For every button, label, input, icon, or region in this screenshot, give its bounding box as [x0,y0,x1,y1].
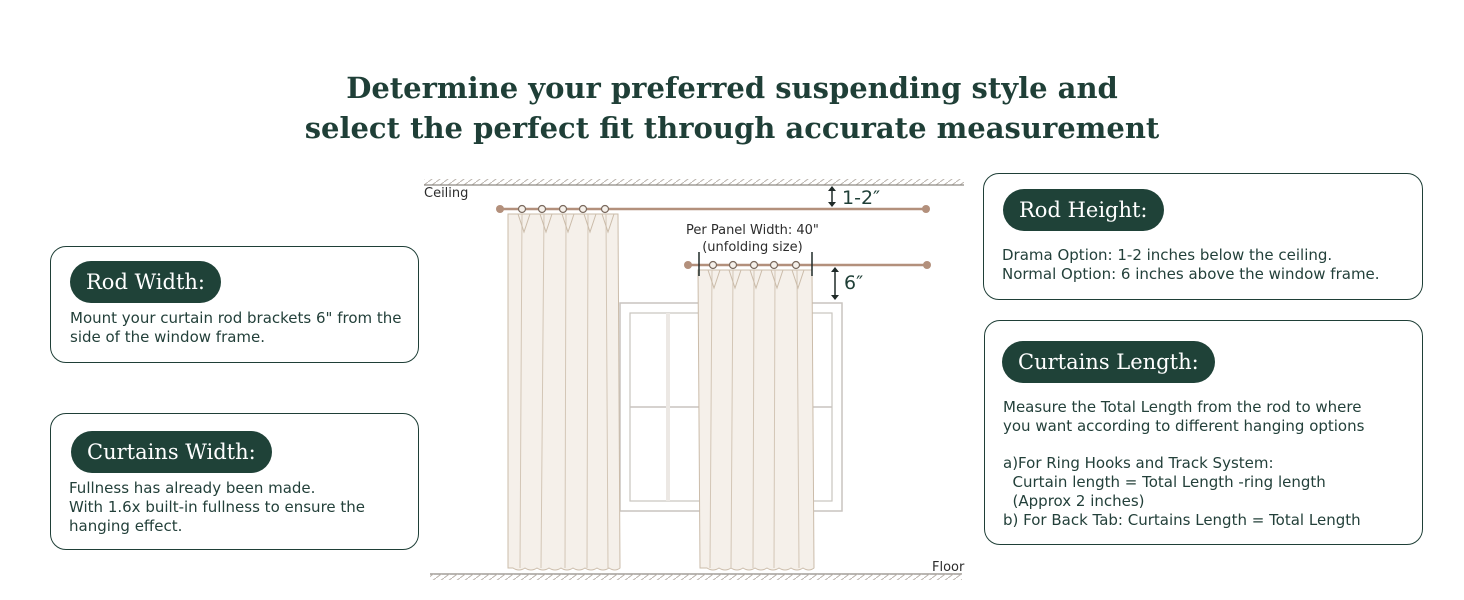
curtains-width-card: Curtains Width: Fullness has already bee… [50,413,419,550]
rod-width-title: Rod Width: [70,261,221,303]
curtain-diagram: Ceiling Floor 1-2″ 6″ Per Panel Width: 4… [420,170,980,590]
curtains-width-line: With 1.6x built-in fullness to ensure th… [69,498,366,516]
dimension-arrow-side [831,267,839,300]
ceiling-line [424,179,964,186]
curtains-length-line: b) For Back Tab: Curtains Length = Total… [1003,511,1361,529]
curtains-width-line: hanging effect. [69,517,183,535]
rod-width-text: Mount your curtain rod brackets 6" from … [70,309,402,347]
rod-height-line: Drama Option: 1-2 inches below the ceili… [1002,246,1333,264]
curtains-width-text: Fullness has already been made. With 1.6… [69,479,365,536]
curtain-rod-lower [684,261,931,269]
curtains-length-line: (Approx 2 inches) [1003,492,1145,510]
curtains-length-line [1003,436,1364,454]
page-title: Determine your preferred suspending styl… [0,68,1464,148]
floor-line [430,573,962,580]
rod-height-card: Rod Height: Drama Option: 1-2 inches bel… [983,173,1423,300]
ceiling-label: Ceiling [424,186,469,201]
page-title-line-2: select the perfect fit through accurate … [304,111,1160,145]
panel-width-label: Per Panel Width: 40" (unfolding size) [686,222,819,256]
rod-width-line: side of the window frame. [70,328,266,346]
panel-width-line-1: Per Panel Width: 40" [686,223,819,238]
curtains-length-line: Measure the Total Length from the rod to… [1003,398,1362,416]
curtains-length-line: Curtain length = Total Length -ring leng… [1003,473,1326,491]
page-title-line-1: Determine your preferred suspending styl… [346,71,1118,105]
curtain-panel-left [507,204,621,571]
dimension-label-side: 6″ [844,272,864,294]
floor-label: Floor [932,560,965,575]
curtains-length-card: Curtains Length: Measure the Total Lengt… [984,320,1423,545]
rod-height-text: Drama Option: 1-2 inches below the ceili… [1002,246,1380,284]
dimension-label-top: 1-2″ [842,187,881,209]
panel-width-bracket [698,252,813,276]
rod-width-card: Rod Width: Mount your curtain rod bracke… [50,246,419,363]
curtains-width-line: Fullness has already been made. [69,479,316,497]
curtains-width-title: Curtains Width: [71,431,272,473]
rod-height-line: Normal Option: 6 inches above the window… [1002,265,1380,283]
curtain-panel-right [697,260,815,571]
rod-height-title: Rod Height: [1003,189,1164,231]
curtains-length-line: you want according to different hanging … [1003,417,1365,435]
panel-width-line-2: (unfolding size) [702,240,803,255]
curtains-length-text: Measure the Total Length from the rod to… [1003,398,1364,530]
dimension-arrow-top [828,186,836,207]
curtains-length-title: Curtains Length: [1002,341,1215,383]
curtains-length-line: a)For Ring Hooks and Track System: [1003,454,1274,472]
curtain-rod-top [496,205,930,213]
rod-width-line: Mount your curtain rod brackets 6" from … [70,309,402,327]
curtain-illustration [424,179,964,580]
